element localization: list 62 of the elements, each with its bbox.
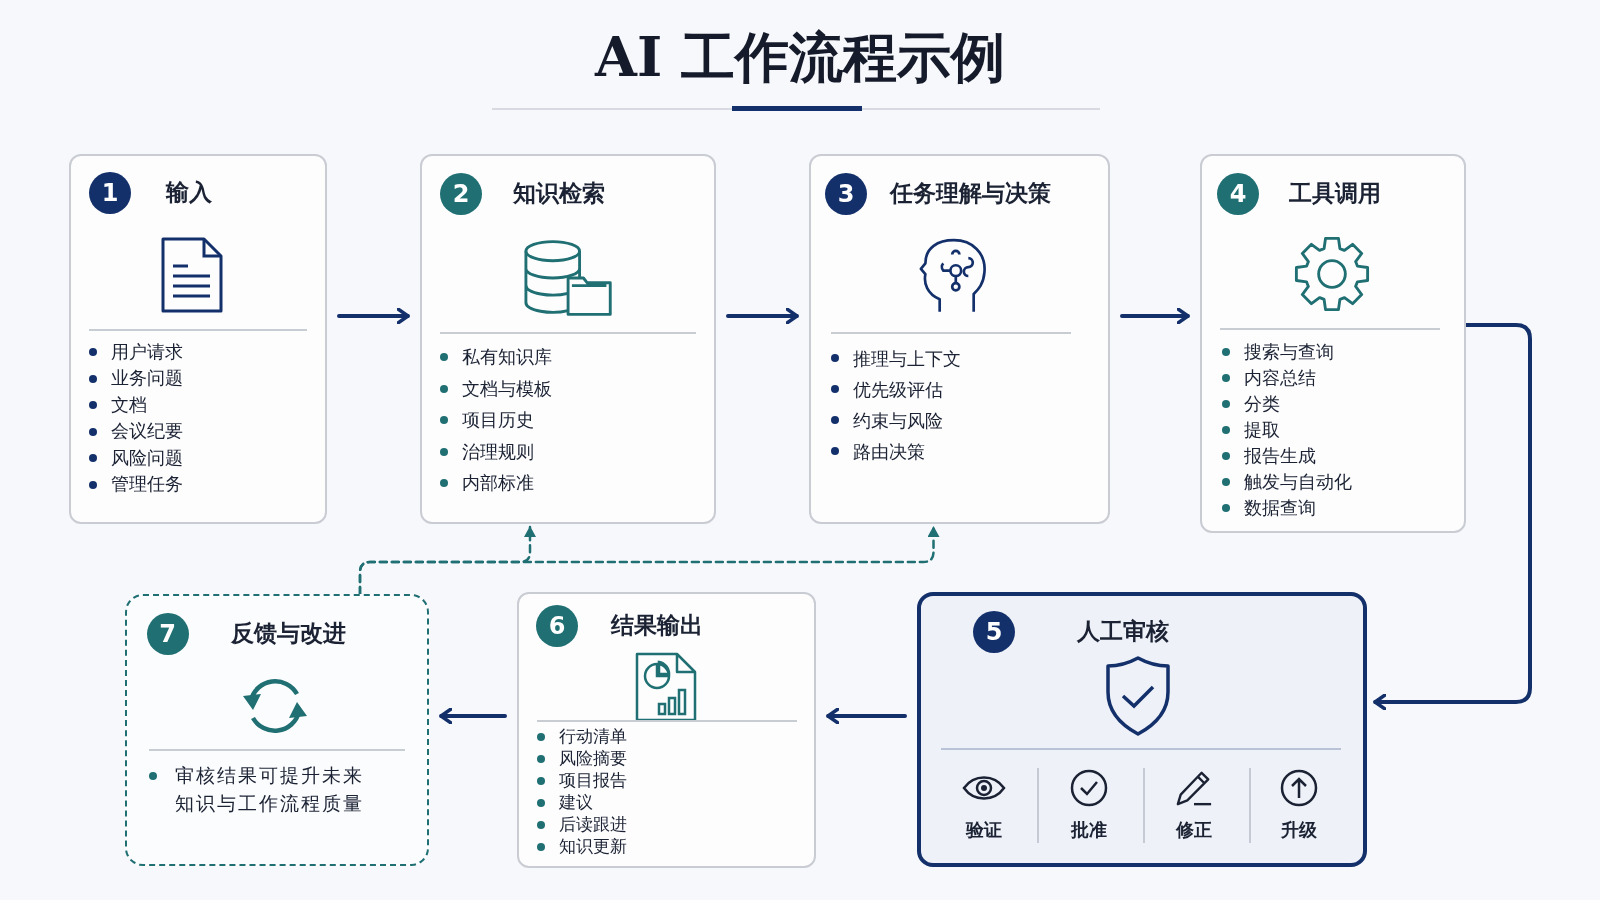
bullet-item: 约束与风险 [831,404,943,436]
arrow [439,707,507,725]
action-label: 批准 [1071,818,1107,842]
step-card [69,154,327,524]
bullet-item: 建议 [537,792,593,814]
bullet-item: 业务问题 [89,365,183,392]
arrow [1373,323,1532,711]
step-number: 3 [825,173,867,215]
action-label: 修正 [1176,818,1212,842]
bullet-item: 推理与上下文 [831,342,961,374]
step-heading: 任务理解与决策 [890,179,1051,208]
bullet-item: 后读跟进 [537,814,627,836]
bullet-item: 提取 [1222,417,1280,443]
step-card [809,154,1110,524]
step-card [917,592,1367,867]
bullet-item: 知识更新 [537,836,627,858]
bullet-item: 文档 [89,391,147,419]
bullet-item: 会议纪要 [89,418,183,445]
bullet-item: 风险摘要 [537,748,627,770]
bullet-item: 项目报告 [537,770,627,792]
step-number: 7 [146,612,189,655]
bullet-item: 私有知识库 [440,341,552,373]
bullet-item: 触发与自动化 [1222,469,1352,495]
bullet-item: 搜索与查询 [1222,339,1334,365]
step-number: 4 [1217,173,1259,215]
feedback-arrow [358,525,940,596]
action-label: 升级 [1281,818,1317,842]
bullet-item: 行动清单 [537,726,627,748]
step-heading: 结果输出 [611,611,703,640]
bullet-item: 报告生成 [1222,443,1316,469]
arrow [826,707,907,725]
bullet-item: 用户请求 [89,338,183,366]
bullet-item: 审核结果可提升未来知识与工作流程质量 [148,761,380,818]
bullet-item: 分类 [1222,391,1280,417]
arrow [1120,307,1190,325]
bullet-item: 内容总结 [1222,365,1316,391]
step-heading: 知识检索 [513,179,605,208]
bullet-item: 优先级评估 [831,373,943,405]
step-card [517,592,816,868]
bullet-item: 管理任务 [89,471,183,498]
step-number: 6 [536,605,578,647]
bullet-item: 治理规则 [440,435,534,468]
step-number: 2 [440,173,482,215]
bullet-item: 路由决策 [831,435,925,467]
action-label: 验证 [966,818,1002,842]
bullet-item: 风险问题 [89,444,183,472]
step-card [1200,154,1466,533]
step-heading: 反馈与改进 [230,618,346,648]
step-heading: 输入 [166,178,212,207]
step-number: 1 [89,172,131,214]
step-card [125,594,429,866]
step-card [420,154,716,524]
bullet-item: 数据查询 [1222,495,1316,521]
bullet-item: 文档与模板 [440,372,552,405]
step-heading: 人工审核 [1077,617,1169,646]
step-heading: 工具调用 [1289,179,1381,208]
title: AI 工作流程示例 [593,24,1006,91]
bullet-item: 内部标准 [440,467,534,499]
bullet-item: 项目历史 [440,404,534,436]
arrow [726,307,799,325]
arrow [337,307,410,325]
step-number: 5 [973,611,1015,653]
